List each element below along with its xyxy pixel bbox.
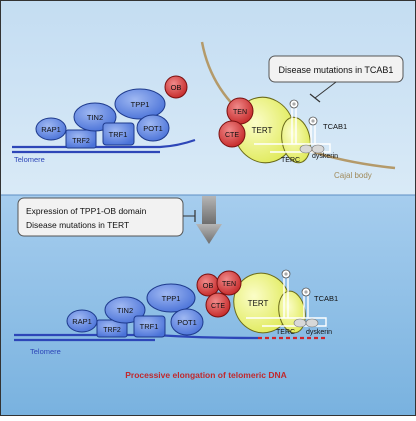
pot1-protein (170, 308, 204, 336)
svg-text:OB: OB (203, 281, 214, 290)
svg-text:TRF1: TRF1 (140, 322, 159, 331)
svg-text:TERC: TERC (281, 157, 300, 164)
svg-text:TCAB1: TCAB1 (323, 122, 347, 131)
telomere-label: Telomere (30, 347, 61, 356)
svg-text:dyskerin: dyskerin (312, 153, 338, 160)
tpp1-protein (114, 88, 166, 120)
shelterin-complex-top: RAP1 TRF2 TIN2 TRF1 TPP1 OB POT1 (35, 75, 188, 149)
tert-mutation-callout: Expression of TPP1-OB domain Disease mut… (17, 197, 196, 237)
tpp1-protein (146, 283, 196, 313)
middle-transition: Expression of TPP1-OB domain Disease mut… (17, 196, 222, 244)
svg-text:RAP1: RAP1 (41, 125, 61, 134)
svg-text:CTE: CTE (211, 303, 225, 310)
svg-text:POT1: POT1 (177, 318, 197, 327)
dyskerin-protein (299, 144, 313, 154)
svg-text:OB: OB (171, 83, 182, 92)
trf2-protein (65, 129, 97, 149)
svg-text:TEN: TEN (233, 109, 247, 116)
svg-text:TCAB1: TCAB1 (314, 294, 338, 303)
svg-text:dyskerin: dyskerin (306, 329, 332, 336)
svg-text:POT1: POT1 (143, 124, 163, 133)
terc-rna (254, 108, 331, 153)
svg-text:TPP1: TPP1 (131, 100, 150, 109)
svg-text:TRF2: TRF2 (103, 327, 121, 334)
svg-text:RAP1: RAP1 (72, 317, 92, 326)
telomere-label: Telomere (14, 155, 45, 164)
inhibition-line (314, 81, 337, 99)
inhibition-bar (309, 93, 321, 103)
svg-text:TRF2: TRF2 (72, 138, 90, 145)
trf1-protein (133, 315, 166, 338)
svg-text:TIN2: TIN2 (117, 306, 133, 315)
tcab1-mutation-callout: Disease mutations in TCAB1 (268, 55, 404, 103)
telomerase-top: TERT TEN CTE TCAB1 TERC dyskerin (218, 96, 347, 164)
shelterin-complex-bottom: RAP1 TRF2 TIN2 TRF1 TPP1 POT1 (66, 283, 204, 338)
telomerase-bottom: TERT OB TEN CTE TCAB1 TERC dy (196, 269, 338, 336)
trf1-protein (102, 122, 135, 146)
tpp1-ob-expression-text: Expression of TPP1-OB domain (26, 206, 147, 216)
tert-mutation-text: Disease mutations in TERT (26, 220, 129, 230)
svg-text:TERC: TERC (276, 329, 295, 336)
rap1-protein (35, 117, 67, 141)
cajal-body-label: Cajal body (334, 171, 372, 180)
cte-domain (218, 120, 246, 148)
pot1-protein (136, 114, 170, 142)
svg-text:TERT: TERT (248, 299, 269, 308)
cte-domain (205, 292, 231, 318)
svg-text:CTE: CTE (225, 132, 239, 139)
ob-domain (164, 75, 188, 99)
dyskerin-protein (293, 318, 307, 328)
top-panel: Cajal body Disease mutations in TCAB1 Te… (12, 41, 404, 180)
terc-rna (246, 278, 327, 327)
svg-text:TERT: TERT (252, 126, 273, 135)
down-arrow (196, 196, 222, 244)
top-panel-background (1, 1, 415, 195)
tcab1-mutation-text: Disease mutations in TCAB1 (279, 65, 394, 75)
svg-text:TPP1: TPP1 (162, 294, 181, 303)
svg-text:TEN: TEN (222, 281, 236, 288)
svg-text:TIN2: TIN2 (87, 113, 103, 122)
ten-domain (216, 270, 242, 296)
svg-text:TRF1: TRF1 (109, 130, 128, 139)
processive-elongation-caption: Processive elongation of telomeric DNA (125, 370, 287, 380)
bottom-panel: Telomere RAP1 TRF2 TIN2 TRF1 TPP1 POT1 T… (14, 269, 338, 380)
